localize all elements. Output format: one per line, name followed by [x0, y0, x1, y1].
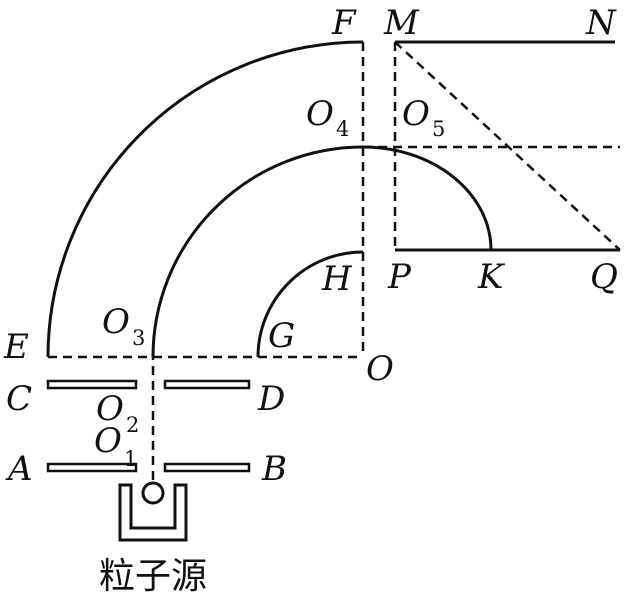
label-M: M — [383, 3, 420, 43]
label-O4-sub: 4 — [336, 117, 349, 141]
label-B: B — [261, 449, 287, 489]
plate-D — [163, 379, 251, 390]
label-K: K — [477, 257, 506, 297]
label-O1-sub: 1 — [124, 447, 137, 471]
label-O1: O — [94, 421, 122, 461]
label-N: N — [585, 3, 617, 43]
label-O4: O — [306, 94, 334, 134]
plate-B — [163, 462, 251, 473]
label-F: F — [331, 3, 357, 43]
label-O5-sub: 5 — [432, 117, 445, 141]
outer-arc-EF — [46, 40, 364, 358]
label-D: D — [257, 379, 285, 419]
label-O2: O — [96, 389, 124, 429]
label-O5: O — [402, 94, 430, 134]
arc-O5-K — [362, 145, 493, 251]
label-P: P — [387, 257, 412, 297]
label-A: A — [5, 449, 33, 489]
particle-source-icon — [141, 481, 165, 505]
label-C: C — [6, 379, 32, 419]
particle-source-box — [118, 483, 188, 542]
label-O3-sub: 3 — [132, 326, 145, 350]
middle-arc-O3-O4 — [151, 145, 364, 358]
inner-arc-GH — [256, 250, 364, 358]
label-H: H — [321, 259, 353, 299]
particle-source-label: 粒子源 — [99, 556, 207, 597]
label-O3: O — [102, 302, 130, 342]
label-Q: Q — [590, 257, 618, 297]
label-E: E — [3, 327, 29, 367]
label-G: G — [268, 316, 295, 356]
plate-A — [46, 462, 138, 473]
label-O2-sub: 2 — [126, 413, 139, 437]
dashed-line-MQ — [394, 41, 621, 251]
plate-C — [46, 379, 138, 390]
label-O: O — [366, 349, 394, 389]
